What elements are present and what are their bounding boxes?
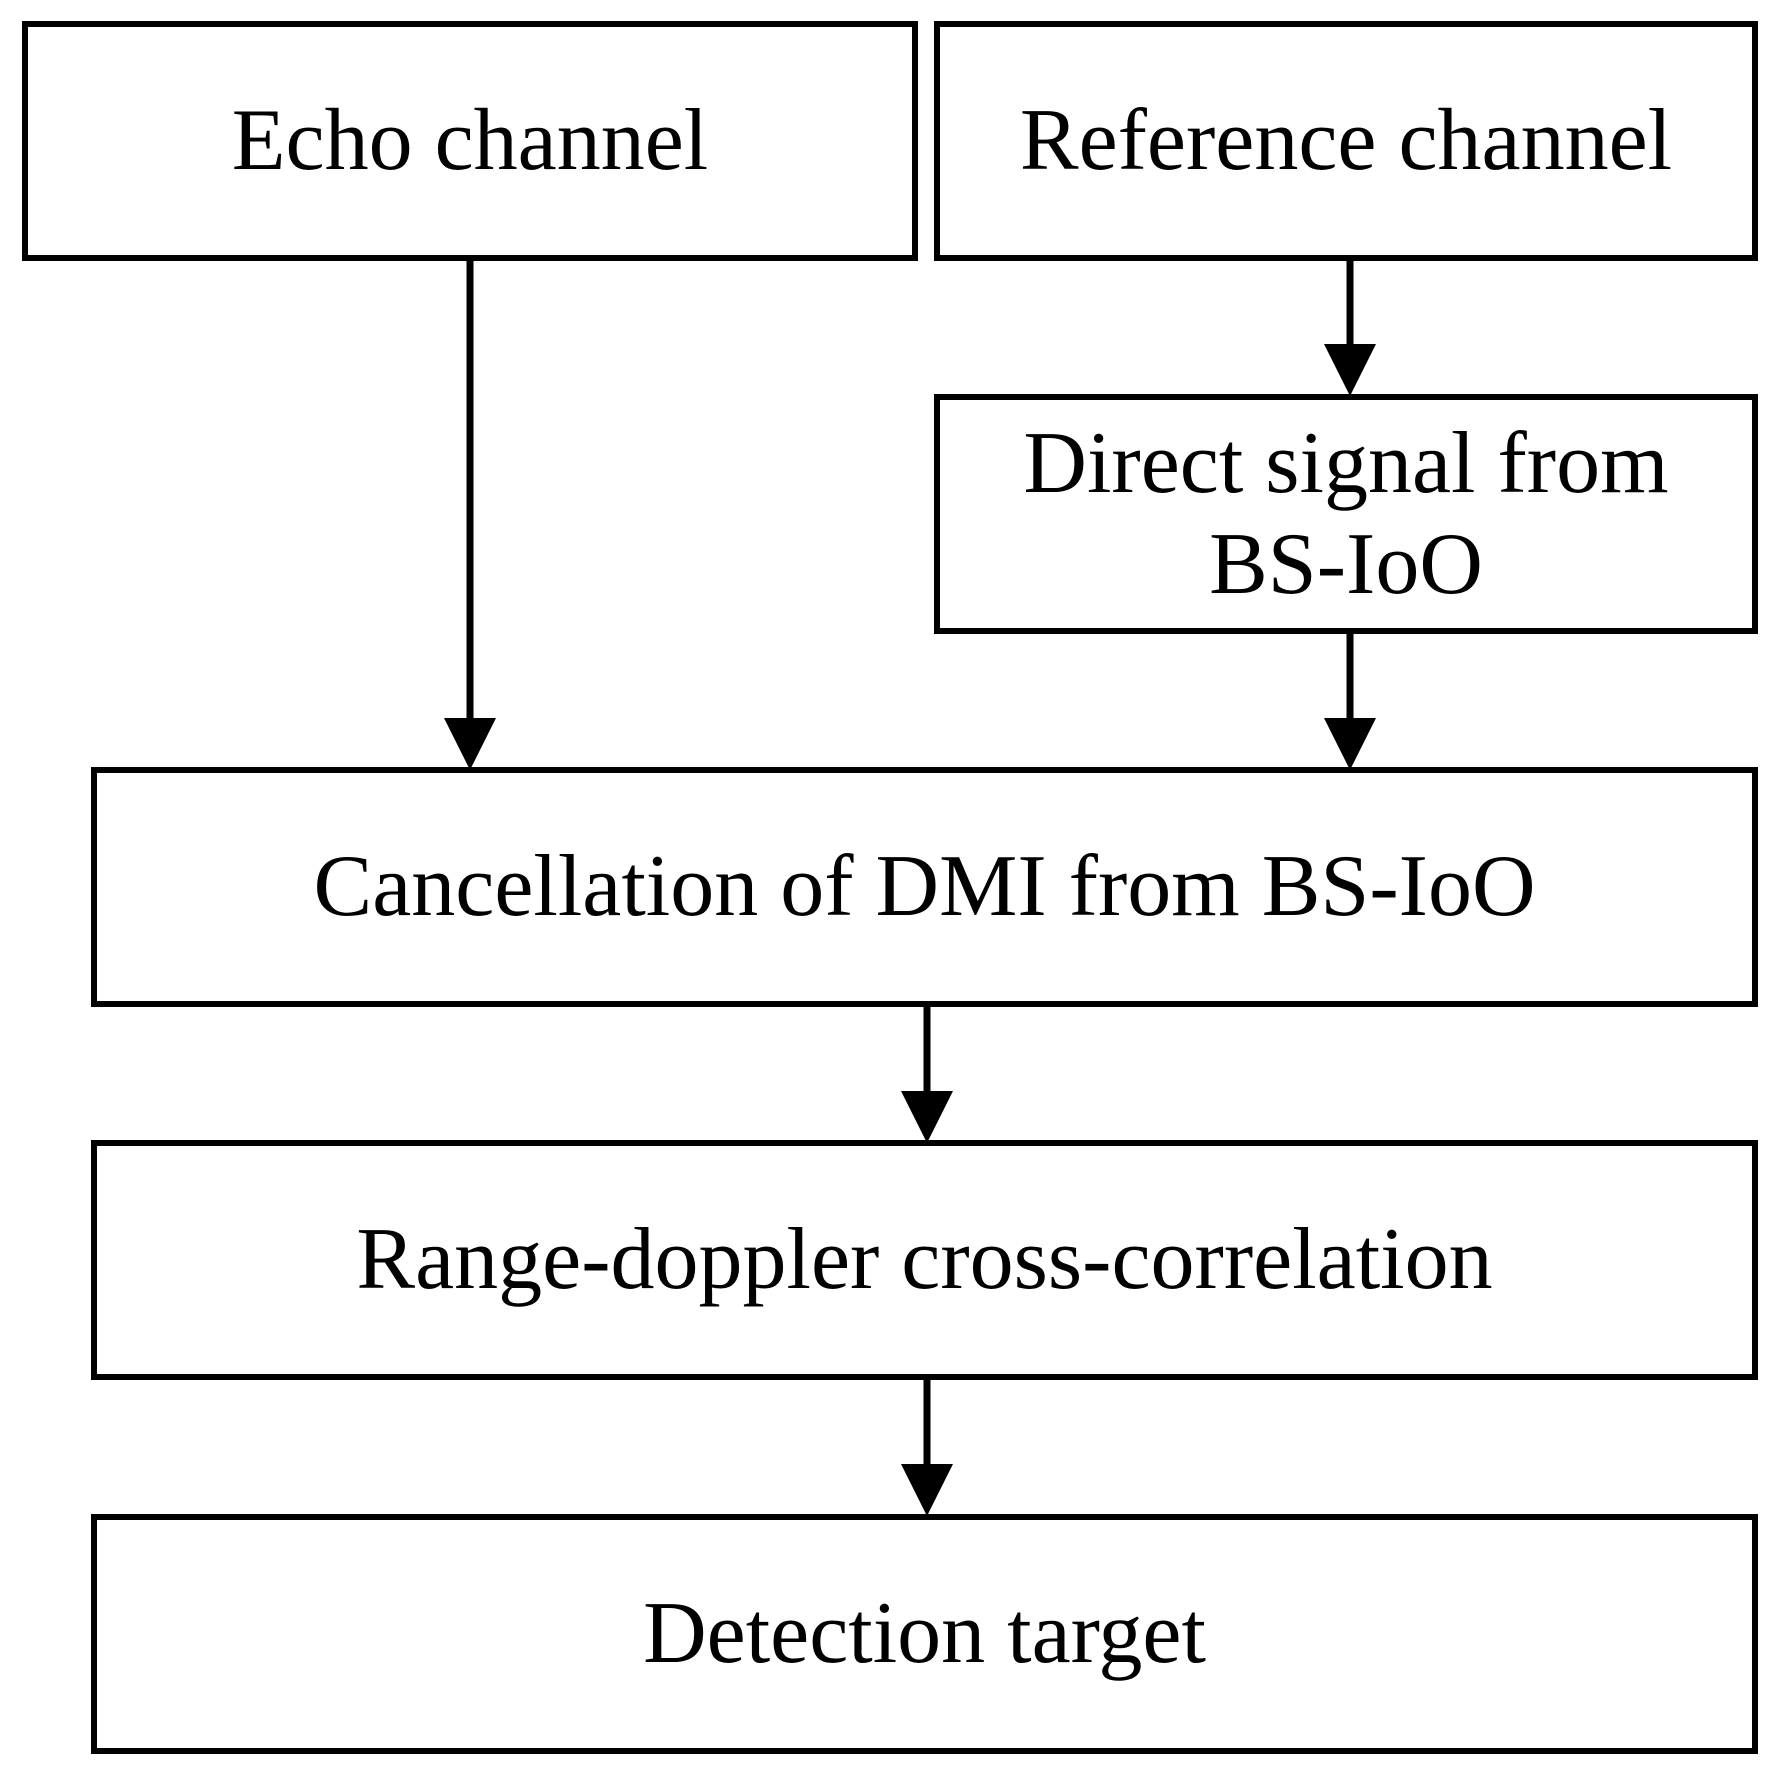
arrow-range-to-detection — [901, 1380, 953, 1516]
direct-signal-box: Direct signal from BS-IoO — [934, 394, 1758, 634]
range-doppler-label: Range-doppler cross-correlation — [356, 1211, 1493, 1309]
direct-signal-label-line-2: BS-IoO — [1209, 516, 1483, 613]
reference-channel-box: Reference channel — [934, 21, 1758, 261]
arrow-direct-to-cancellation — [1324, 634, 1376, 770]
cancellation-label: Cancellation of DMI from BS-IoO — [313, 838, 1536, 936]
arrow-reference-to-direct — [1324, 261, 1376, 396]
direct-signal-label: Direct signal from BS-IoO — [1023, 413, 1668, 615]
range-doppler-box: Range-doppler cross-correlation — [91, 1140, 1758, 1380]
reference-channel-label: Reference channel — [1019, 92, 1673, 190]
direct-signal-label-line-1: Direct signal from — [1023, 414, 1669, 512]
arrow-cancellation-to-range — [901, 1007, 953, 1143]
echo-channel-label: Echo channel — [231, 92, 709, 190]
arrow-echo-to-cancellation — [444, 261, 496, 770]
echo-channel-box: Echo channel — [22, 21, 918, 261]
cancellation-box: Cancellation of DMI from BS-IoO — [91, 767, 1758, 1007]
detection-target-label: Detection target — [643, 1585, 1206, 1683]
detection-target-box: Detection target — [91, 1514, 1758, 1754]
